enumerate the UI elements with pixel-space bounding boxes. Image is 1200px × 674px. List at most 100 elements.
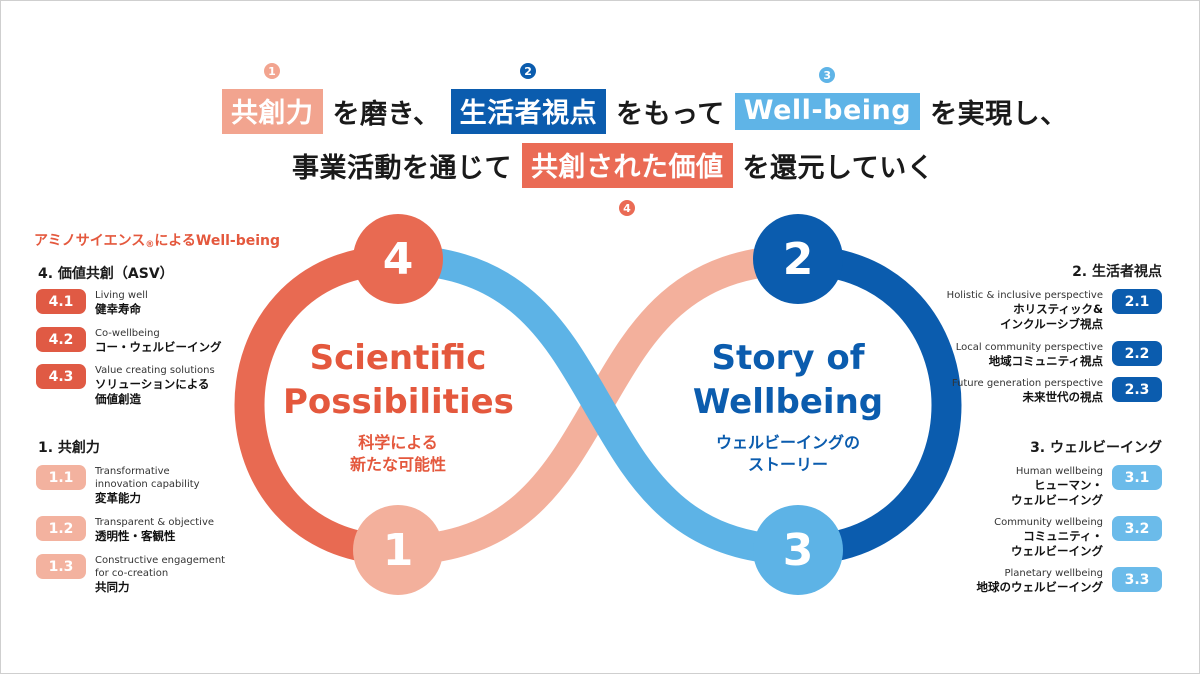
list-item-1-2: 1.2 Transparent & objective 透明性・客観性 <box>36 516 214 544</box>
item-jp-label: 変革能力 <box>95 491 141 505</box>
item-number-badge: 1.3 <box>36 554 86 579</box>
item-en-label: Value creating solutions <box>95 365 215 376</box>
left-panel-heading: アミノサイエンス®によるWell-being <box>34 230 280 250</box>
list-item-2-2: Local community perspective 地域コミュニティ視点 2… <box>956 341 1162 369</box>
node-4-circle: 4 <box>353 214 443 304</box>
item-en-label: Transformative <box>95 466 170 477</box>
item-text: Living well 健幸寿命 <box>95 289 148 317</box>
item-jp-label: インクルーシブ視点 <box>1000 316 1103 331</box>
highlight-2-text: 生活者視点 <box>459 98 598 129</box>
group-1-title: 1. 共創力 <box>38 440 100 456</box>
headline-highlight-3: 3 Well-being <box>734 67 921 130</box>
item-text: Transformative innovation capability 変革能… <box>95 465 200 506</box>
group-2-title: 2. 生活者視点 <box>1072 264 1162 280</box>
node-2-circle: 2 <box>753 214 843 304</box>
item-number-badge: 4.1 <box>36 289 86 314</box>
left-loop-subtitle-line2: 新たな可能性 <box>349 454 446 474</box>
item-jp-label: 共同力 <box>95 580 130 594</box>
marker-2: 2 <box>520 63 537 79</box>
left-loop-title: Scientific Possibilities <box>283 336 514 424</box>
item-jp-label: コミュニティ・ <box>1023 529 1103 543</box>
headline-highlight-1: 1 共創力 <box>222 63 323 134</box>
headline-text: をもって <box>616 99 725 130</box>
item-number-badge: 1.2 <box>36 516 86 541</box>
loop-left-arc <box>234 245 413 565</box>
item-number-badge: 3.2 <box>1112 516 1162 541</box>
headline-row-1: 1 共創力 を磨き、 2 生活者視点 をもって 3 Well-being を実現… <box>212 63 1068 134</box>
node-1-circle: 1 <box>353 505 443 595</box>
headline-highlight-2: 2 生活者視点 <box>450 63 607 134</box>
item-en-label: for co-creation <box>95 568 169 579</box>
item-text: Value creating solutions ソリューションによる 価値創造 <box>95 364 215 407</box>
item-text: Local community perspective 地域コミュニティ視点 <box>956 341 1103 369</box>
headline-highlight-4: 共創された価値 4 <box>522 143 733 216</box>
list-item-3-3: Planetary wellbeing 地球のウェルビーイング 3.3 <box>977 567 1162 595</box>
highlight-3-text: Well-being <box>743 95 912 126</box>
item-en-label: Community wellbeing <box>994 517 1103 528</box>
item-jp-label: 地球のウェルビーイング <box>976 580 1104 594</box>
list-item-2-1: Holistic & inclusive perspective ホリスティック… <box>947 289 1162 332</box>
list-item-1-3: 1.3 Constructive engagement for co-creat… <box>36 554 225 595</box>
left-loop-title-line1: Scientific <box>309 338 487 378</box>
item-en-label: Planetary wellbeing <box>1004 568 1103 579</box>
item-number-badge: 4.3 <box>36 364 86 389</box>
right-loop-subtitle: ウェルビーイングの ストーリー <box>678 432 898 475</box>
right-loop-title-line2: Wellbeing <box>692 382 884 423</box>
group-4-title: 4. 価値共創（ASV） <box>38 266 174 282</box>
item-number-badge: 2.2 <box>1112 341 1162 366</box>
list-item-2-3: Future generation perspective 未来世代の視点 2.… <box>952 377 1162 405</box>
item-text: Transparent & objective 透明性・客観性 <box>95 516 214 544</box>
right-loop-title: Story of Wellbeing <box>673 336 903 424</box>
list-item-4-1: 4.1 Living well 健幸寿命 <box>36 289 148 317</box>
list-item-1-1: 1.1 Transformative innovation capability… <box>36 465 200 506</box>
list-item-3-2: Community wellbeing コミュニティ・ ウェルビーイング 3.2 <box>994 516 1162 559</box>
left-loop-subtitle: 科学による 新たな可能性 <box>298 432 498 475</box>
right-loop-subtitle-line2: ストーリー <box>747 454 828 474</box>
item-text: Co-wellbeing コー・ウェルビーイング <box>95 327 222 355</box>
item-jp-label: コー・ウェルビーイング <box>95 340 222 354</box>
item-number-badge: 1.1 <box>36 465 86 490</box>
list-item-4-2: 4.2 Co-wellbeing コー・ウェルビーイング <box>36 327 222 355</box>
right-loop-subtitle-line1: ウェルビーイングの <box>715 433 860 452</box>
headline-text: を磨き、 <box>332 99 441 130</box>
item-jp-label: 透明性・客観性 <box>95 529 176 543</box>
item-jp-label: 健幸寿命 <box>95 302 141 316</box>
item-number-badge: 2.3 <box>1112 377 1162 402</box>
item-text: Community wellbeing コミュニティ・ ウェルビーイング <box>994 516 1103 559</box>
headline-row-2: 事業活動を通じて 共創された価値 4 を還元していく <box>292 143 935 216</box>
marker-4: 4 <box>619 200 636 216</box>
item-jp-label: ウェルビーイング <box>1011 492 1103 507</box>
marker-3: 3 <box>819 67 836 83</box>
list-item-3-1: Human wellbeing ヒューマン・ ウェルビーイング 3.1 <box>1011 465 1162 508</box>
item-en-label: Holistic & inclusive perspective <box>946 290 1103 301</box>
item-text: Holistic & inclusive perspective ホリスティック… <box>947 289 1103 332</box>
item-text: Planetary wellbeing 地球のウェルビーイング <box>977 567 1104 595</box>
item-number-badge: 3.3 <box>1112 567 1162 592</box>
item-en-label: innovation capability <box>95 479 200 490</box>
item-en-label: Human wellbeing <box>1015 466 1103 477</box>
item-jp-label: 未来世代の視点 <box>1022 390 1104 404</box>
loop-cross-sky <box>383 245 813 565</box>
item-text: Constructive engagement for co-creation … <box>95 554 225 595</box>
left-loop-subtitle-line1: 科学による <box>358 433 438 452</box>
item-jp-label: ヒューマン・ <box>1034 478 1103 492</box>
item-en-label: Future generation perspective <box>951 378 1103 389</box>
item-en-label: Co-wellbeing <box>95 328 160 339</box>
marker-1: 1 <box>264 63 281 79</box>
item-text: Human wellbeing ヒューマン・ ウェルビーイング <box>1011 465 1103 508</box>
item-jp-label: 地域コミュニティ視点 <box>988 354 1103 368</box>
item-jp-label: ウェルビーイング <box>1011 543 1103 558</box>
registered-mark: ® <box>145 240 155 250</box>
headline-text: を還元していく <box>742 153 935 184</box>
headline-text: 事業活動を通じて <box>292 153 512 184</box>
loop-right-arc <box>783 245 962 565</box>
heading-text-post: によるWell-being <box>154 233 281 249</box>
highlight-1-text: 共創力 <box>231 98 314 129</box>
left-loop-title-line2: Possibilities <box>283 382 514 423</box>
item-en-label: Living well <box>95 290 148 301</box>
heading-text-pre: アミノサイエンス <box>34 233 146 249</box>
item-jp-label: 価値創造 <box>95 391 141 406</box>
item-text: Future generation perspective 未来世代の視点 <box>952 377 1103 405</box>
right-loop-title-line1: Story of <box>711 338 865 378</box>
